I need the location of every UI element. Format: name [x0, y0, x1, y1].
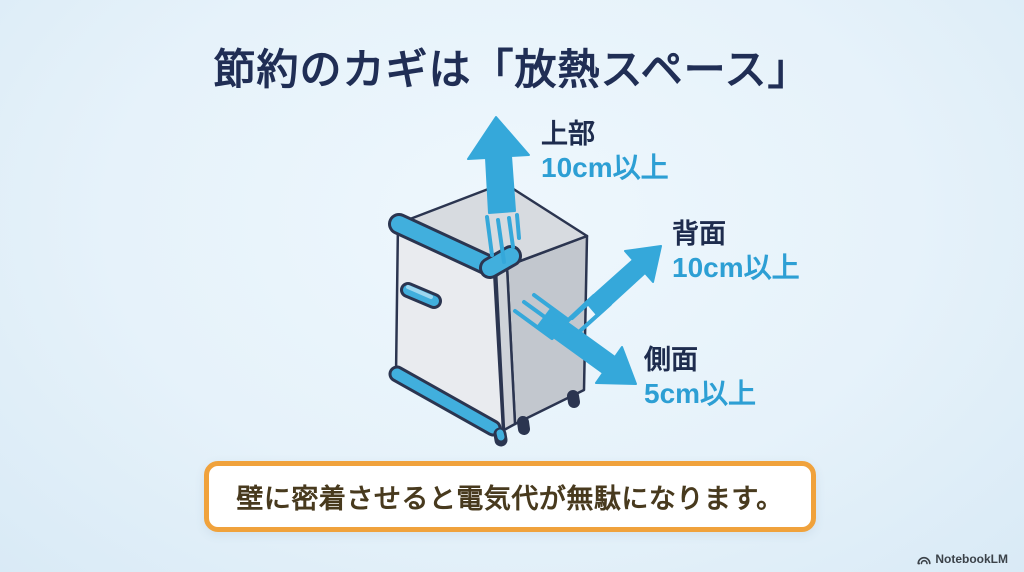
fridge-feet	[493, 390, 580, 447]
airflow-arrows	[467, 116, 662, 385]
page-title: 節約のカギは「放熱スペース」	[213, 46, 811, 93]
annotation-side-clearance: 側面 5cm以上	[644, 345, 756, 410]
side-airflow-arrow-icon	[513, 293, 637, 385]
annotation-rear-value: 10cm以上	[672, 252, 800, 284]
warning-callout: 壁に密着させると電気代が無駄になります。	[204, 461, 816, 532]
door-handle-icon	[400, 282, 442, 309]
notebooklm-watermark: NotebookLM	[917, 552, 1008, 566]
annotation-top-label: 上部	[541, 119, 595, 149]
annotation-side-label: 側面	[644, 345, 698, 375]
annotation-side-value: 5cm以上	[644, 378, 757, 410]
annotation-top-value: 10cm以上	[541, 152, 669, 184]
top-airflow-arrow-icon	[467, 116, 530, 264]
annotation-rear-label: 背面	[672, 219, 726, 249]
notebooklm-watermark-text: NotebookLM	[935, 552, 1008, 566]
annotation-top-clearance: 上部 10cm以上	[541, 119, 669, 184]
warning-callout-text: 壁に密着させると電気代が無駄になります。	[236, 484, 784, 514]
annotation-rear-clearance: 背面 10cm以上	[672, 219, 800, 284]
notebooklm-logo-icon	[917, 556, 931, 565]
fridge-trims	[388, 213, 580, 447]
